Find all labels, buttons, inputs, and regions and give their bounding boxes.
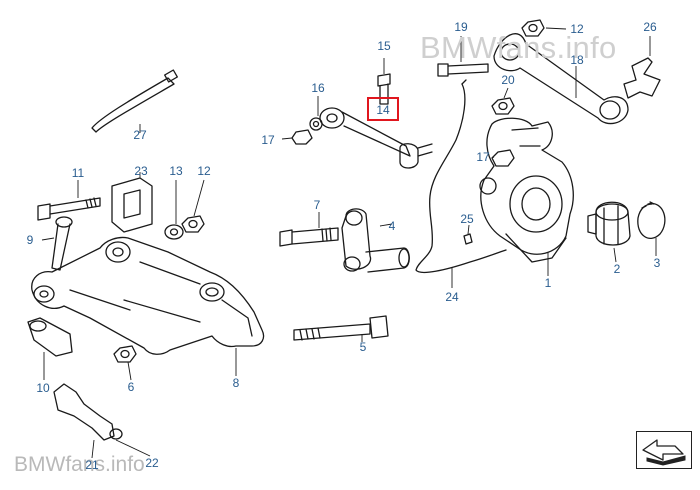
callout-22[interactable]: 22	[145, 456, 159, 470]
callout-19[interactable]: 19	[454, 20, 468, 34]
part-19-bolt	[437, 63, 489, 77]
callout-10[interactable]: 10	[36, 381, 50, 395]
part-9-pin	[51, 216, 73, 271]
part-21-bracket	[53, 383, 123, 441]
callout-2[interactable]: 2	[613, 262, 621, 276]
callout-5[interactable]: 5	[359, 340, 367, 354]
part-10-mount	[27, 317, 73, 357]
callout-17-left[interactable]: 17	[261, 133, 275, 147]
callout-27[interactable]: 27	[133, 128, 147, 142]
part-6-nut	[113, 345, 137, 363]
callout-13[interactable]: 13	[169, 164, 183, 178]
callout-25[interactable]: 25	[460, 212, 474, 226]
callout-6[interactable]: 6	[127, 380, 135, 394]
callout-4[interactable]: 4	[388, 219, 396, 233]
part-25-clip	[463, 233, 473, 245]
callout-16[interactable]: 16	[311, 81, 325, 95]
callout-23[interactable]: 23	[134, 164, 148, 178]
callout-12-right[interactable]: 12	[570, 22, 584, 36]
part-8-subframe	[31, 236, 265, 355]
part-1-wheel-carrier	[479, 117, 574, 263]
part-4-link	[341, 208, 410, 273]
callout-7[interactable]: 7	[313, 198, 321, 212]
watermark-bottom: BMWfans.info	[14, 453, 145, 476]
part-2-bushing	[587, 201, 631, 246]
callout-3[interactable]: 3	[653, 256, 661, 270]
part-12-nut-right	[521, 19, 545, 37]
callout-24[interactable]: 24	[445, 290, 459, 304]
callout-11[interactable]: 11	[71, 166, 85, 180]
leader-lines	[41, 27, 657, 459]
callout-14[interactable]: 14	[376, 103, 390, 117]
callout-17-right[interactable]: 17	[476, 150, 490, 164]
callout-21[interactable]: 21	[85, 458, 99, 472]
part-12-nut-left	[181, 215, 205, 233]
arrow-icon	[642, 439, 686, 466]
callout-18[interactable]: 18	[570, 53, 584, 67]
part-5-bolt	[293, 315, 389, 341]
callout-15[interactable]: 15	[377, 39, 391, 53]
part-3-circlip	[637, 201, 666, 239]
callout-1[interactable]: 1	[544, 276, 552, 290]
part-20-nut	[491, 97, 515, 115]
part-18-upper-arm	[493, 33, 629, 125]
callout-20[interactable]: 20	[501, 73, 515, 87]
part-17-nut-left	[291, 129, 313, 145]
part-24-sensor-lead	[415, 79, 507, 274]
highlight-box-part-14	[367, 97, 399, 121]
callout-12-left[interactable]: 12	[197, 164, 211, 178]
next-page-button[interactable]	[636, 431, 692, 469]
part-7-bolt	[279, 227, 339, 247]
callout-9[interactable]: 9	[26, 233, 34, 247]
callout-8[interactable]: 8	[232, 376, 240, 390]
part-11-bolt	[37, 197, 101, 221]
callout-26[interactable]: 26	[643, 20, 657, 34]
part-27-cable-tie	[91, 69, 178, 133]
part-13-washer	[164, 224, 184, 240]
part-23-bracket	[111, 177, 153, 233]
part-17-nut-right	[491, 149, 515, 167]
part-14-control-arm	[319, 107, 433, 169]
watermark-top: BMWfans.info	[420, 30, 617, 65]
part-15-bolt	[377, 73, 391, 105]
part-26-clip	[623, 57, 661, 99]
